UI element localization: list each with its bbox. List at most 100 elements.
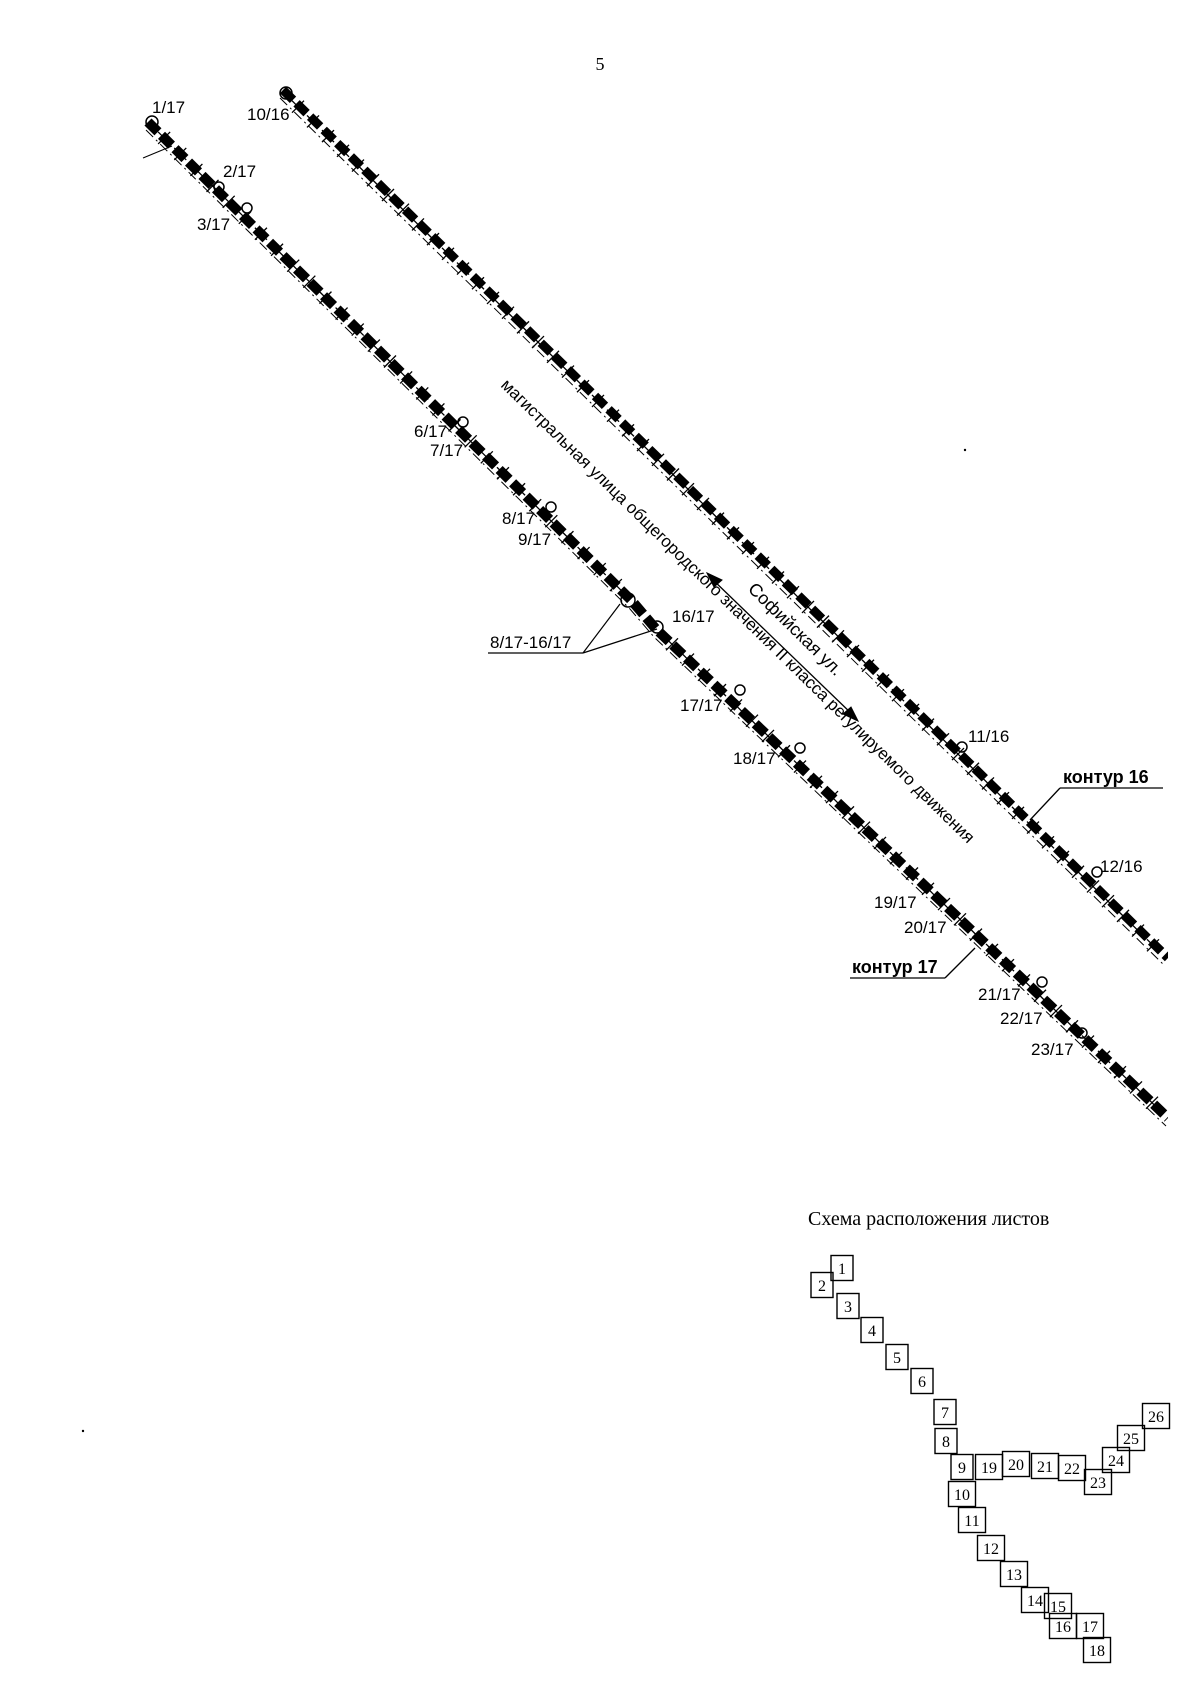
boundary-tick bbox=[426, 232, 440, 246]
boundary-tick bbox=[921, 718, 935, 732]
sheet-number-22: 22 bbox=[1064, 1461, 1080, 1478]
boundary-tick bbox=[496, 466, 510, 480]
point-marker-3-17 bbox=[241, 202, 253, 214]
point-marker-8-17 bbox=[545, 501, 557, 513]
leader-tick bbox=[142, 145, 173, 159]
boundary-tick bbox=[544, 514, 558, 528]
boundary-tick bbox=[286, 259, 300, 273]
sheet-number-11: 11 bbox=[964, 1513, 979, 1530]
contour-17-ticks bbox=[157, 131, 1159, 1110]
sheet-box-26 bbox=[1141, 1402, 1171, 1430]
point-label-10-16: 10/16 bbox=[247, 105, 290, 124]
boundary-tick bbox=[561, 365, 575, 378]
sheet-number-16: 16 bbox=[1055, 1619, 1071, 1636]
boundary-tick bbox=[591, 394, 605, 408]
boundary-tick bbox=[321, 129, 335, 143]
boundary-tick bbox=[1131, 924, 1145, 938]
boundary-tick bbox=[1017, 974, 1031, 987]
boundary-tick bbox=[335, 307, 349, 321]
boundary-tick bbox=[367, 339, 381, 352]
boundary-tick bbox=[577, 546, 591, 560]
boundary-tick bbox=[696, 497, 710, 511]
sheet-box-12 bbox=[976, 1534, 1006, 1562]
point-label-23-17: 23/17 bbox=[1031, 1040, 1074, 1059]
boundary-tick bbox=[531, 335, 545, 349]
boundary-tick bbox=[1101, 894, 1115, 908]
boundary-tick bbox=[761, 729, 775, 743]
point-label-1-17: 1/17 bbox=[152, 98, 185, 117]
sheet-box-9 bbox=[950, 1453, 974, 1481]
sheet-number-8: 8 bbox=[942, 1434, 950, 1451]
boundary-tick bbox=[741, 541, 755, 555]
point-marker-16-17 bbox=[650, 620, 664, 634]
boundary-tick bbox=[937, 897, 951, 911]
boundary-tick bbox=[1071, 865, 1085, 879]
boundary-tick bbox=[512, 482, 526, 496]
sheet-number-1: 1 bbox=[838, 1261, 846, 1278]
point-marker-18-17 bbox=[794, 742, 806, 754]
boundary-tick bbox=[383, 355, 397, 368]
boundary-tick bbox=[889, 851, 903, 865]
boundary-tick bbox=[411, 217, 425, 231]
contour-16-callout: контур 16 bbox=[1029, 767, 1163, 821]
boundary-tick bbox=[336, 144, 350, 158]
sheet-number-18: 18 bbox=[1089, 1643, 1105, 1660]
range-label: 8/17-16/17 bbox=[490, 633, 571, 652]
point-label-7-17: 7/17 bbox=[430, 441, 463, 460]
sheet-number-12: 12 bbox=[983, 1541, 999, 1558]
boundary-tick bbox=[996, 791, 1010, 805]
sheet-number-14: 14 bbox=[1027, 1593, 1043, 1610]
point-label-8-17: 8/17 bbox=[502, 509, 535, 528]
sheet-number-23: 23 bbox=[1090, 1475, 1106, 1492]
boundary-tick bbox=[302, 275, 316, 289]
boundary-tick bbox=[1086, 879, 1100, 893]
boundary-tick bbox=[809, 775, 823, 789]
boundary-tick bbox=[576, 379, 590, 393]
boundary-tick bbox=[431, 402, 445, 416]
boundary-tick bbox=[366, 173, 380, 187]
sheet-box-17 bbox=[1075, 1612, 1105, 1640]
boundary-tick bbox=[501, 306, 515, 320]
sheet-box-10 bbox=[947, 1480, 977, 1508]
boundary-tick bbox=[801, 600, 815, 614]
point-label-21-17: 21/17 bbox=[978, 985, 1021, 1004]
sheet-number-9: 9 bbox=[958, 1460, 966, 1477]
sheet-box-23 bbox=[1083, 1468, 1113, 1496]
boundary-tick bbox=[415, 386, 429, 400]
sheet-box-1 bbox=[830, 1254, 854, 1282]
boundary-tick bbox=[1065, 1019, 1079, 1033]
boundary-tick bbox=[189, 163, 203, 177]
sheet-number-4: 4 bbox=[868, 1323, 876, 1340]
contour-17-boundary bbox=[144, 118, 1168, 1127]
street-description-label: магистральная улица общегородского значе… bbox=[497, 375, 978, 847]
sheet-box-6 bbox=[910, 1367, 934, 1395]
boundary-point-markers bbox=[145, 86, 1103, 1039]
sheet-box-2 bbox=[810, 1271, 834, 1299]
sheet-box-7 bbox=[933, 1398, 957, 1426]
point-marker-6-17 bbox=[457, 416, 469, 428]
boundary-tick bbox=[857, 821, 871, 835]
contour-16-label: контур 16 bbox=[1063, 767, 1149, 787]
boundary-tick bbox=[621, 423, 635, 437]
sheet-box-11 bbox=[957, 1506, 987, 1534]
boundary-tick bbox=[606, 409, 620, 423]
boundary-tick bbox=[546, 350, 560, 364]
boundary-tick bbox=[486, 291, 500, 305]
boundary-tick bbox=[1056, 850, 1070, 864]
boundary-tick bbox=[1129, 1080, 1143, 1094]
boundary-tick bbox=[846, 644, 860, 658]
boundary-tick bbox=[951, 747, 965, 761]
boundary-tick bbox=[441, 247, 455, 261]
sheet-box-3 bbox=[836, 1292, 860, 1320]
contour-16-ticks bbox=[291, 100, 1160, 952]
street-direction-arrows bbox=[705, 571, 860, 723]
point-marker-2-17 bbox=[213, 181, 225, 193]
boundary-tick bbox=[1033, 989, 1047, 1003]
point-label-12-16: 12/16 bbox=[1100, 857, 1143, 876]
boundary-tick bbox=[306, 114, 320, 128]
boundary-tick bbox=[173, 147, 187, 161]
sheet-box-8 bbox=[934, 1427, 958, 1455]
boundary-tick bbox=[1116, 909, 1130, 923]
